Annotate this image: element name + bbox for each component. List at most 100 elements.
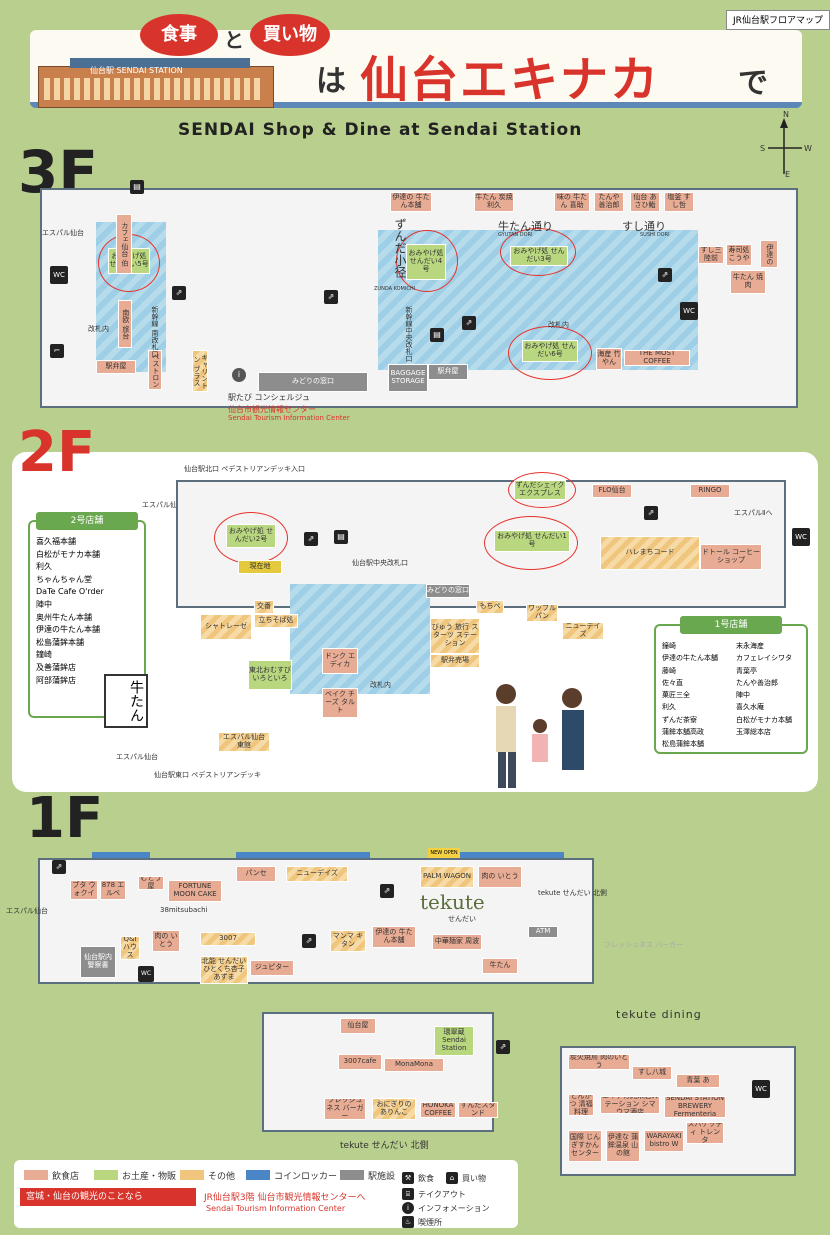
shop-shattle[interactable]: シャトレーゼ [200, 614, 252, 640]
elevator-icon[interactable]: ▤ [130, 180, 144, 194]
shop-jupiter[interactable]: ジュピター [250, 960, 294, 976]
shop-hale[interactable]: ハレまちコード [600, 536, 700, 570]
wc-icon[interactable]: WC [50, 266, 68, 284]
shop-nikuno-1f[interactable]: 肉の いとう [478, 866, 522, 888]
shop-palm[interactable]: PALM WAGON [420, 866, 474, 888]
shop-bake[interactable]: ベイク チーズ タルト [322, 688, 358, 718]
facility-midori-2f[interactable]: みどりの窓口 [426, 584, 470, 598]
shop-newdays-1f[interactable]: ニューデイズ [286, 866, 348, 882]
shop-gyutan-yakiniku[interactable]: 牛たん 焼肉 [730, 270, 766, 294]
dining-sumiyaki[interactable]: 炭火焼鳥 肉のいとう [568, 1054, 630, 1070]
shop-minami[interactable]: 南欧 旅台 [118, 300, 132, 348]
wc-icon[interactable]: WC [792, 528, 810, 546]
dining-sushi[interactable]: すし八城 [632, 1066, 672, 1080]
facility-police[interactable]: 仙台駅内 警察書 [80, 946, 116, 978]
shop-honoka[interactable]: HONOKA COFFEE [420, 1102, 456, 1118]
shop-gyutan-1f[interactable]: 牛たん [482, 958, 518, 974]
shop-ringo[interactable]: RINGO [690, 484, 730, 498]
shop-donq[interactable]: ドンク エディカ [322, 648, 358, 674]
shop-gyutan-rikyu[interactable]: 牛たん 炭焼 利久 [474, 192, 514, 212]
information-icon[interactable]: i [232, 368, 246, 382]
stairs-icon[interactable]: ⌐ [50, 344, 64, 358]
escalator-icon[interactable]: ⇗ [462, 316, 476, 330]
shop-waffle[interactable]: ワッフル パン [526, 604, 558, 622]
escalator-icon[interactable]: ⇗ [380, 884, 394, 898]
shop-flo[interactable]: FLO仙台 [592, 484, 632, 498]
wc-icon[interactable]: WC [752, 1080, 770, 1098]
shop-kozo[interactable]: 寿司処 こうや [726, 244, 752, 266]
shop-muto[interactable]: むとう屋 [138, 876, 164, 890]
shop-3007[interactable]: 3007 [200, 932, 256, 946]
escalator-icon[interactable]: ⇗ [52, 860, 66, 874]
shop-ekiben-west[interactable]: 駅弁屋 [96, 360, 136, 374]
facility-ekiben-center[interactable]: 駅弁屋 [428, 364, 468, 380]
shop-zunda-stand[interactable]: ずんだスタンド [458, 1102, 498, 1118]
shop-qi-house[interactable]: Q&I ハウス [120, 936, 140, 960]
shop-mozu[interactable]: もちペ [476, 600, 504, 614]
shop-aji-kisuke[interactable]: 味の 牛たん 喜助 [554, 192, 590, 212]
header-wa: は [316, 64, 346, 99]
dining-tonkatsu[interactable]: とんかつ 清福料理 [568, 1094, 594, 1116]
escalator-icon[interactable]: ⇗ [658, 268, 672, 282]
shop-cafe-sendai[interactable]: カフェ仙台 伯 [116, 214, 132, 274]
shop-tsukasa[interactable]: 東北おむすび いろといろ [248, 660, 292, 690]
escalator-icon[interactable]: ⇗ [172, 286, 186, 300]
elevator-icon[interactable]: ▤ [430, 328, 444, 342]
shop-date-roast[interactable]: 伊達の [760, 240, 778, 268]
floor2-gate-area [290, 584, 430, 694]
dining-brewery[interactable]: SENDAI STATION BREWERY Fermenteria [664, 1096, 726, 1118]
shop-buta[interactable]: ブタ ウォクイ [70, 880, 98, 900]
shop-newdays-2f[interactable]: ニューデイズ [562, 622, 604, 640]
escalator-icon[interactable]: ⇗ [302, 934, 316, 948]
shop-pan[interactable]: パンセ [236, 866, 276, 882]
shop-hakata[interactable]: ペストロン [148, 350, 162, 390]
dining-date[interactable]: 伊達な 蒲鉾温泉 山の館 [606, 1130, 640, 1162]
list-item: 佐々直 [662, 678, 683, 687]
facility-atm[interactable]: ATM [528, 926, 558, 938]
dining-tonkoku[interactable]: 国際 じんぎすかん センター [568, 1130, 602, 1162]
shop-878[interactable]: 878 エルベ [100, 880, 126, 900]
shop-date-gyutan-3f[interactable]: 伊達の 牛たん本舗 [390, 192, 432, 212]
shop-fortune[interactable]: FORTUNE MOON CAKE [168, 880, 222, 902]
shop-shiogama[interactable]: 塩釜 すし哲 [664, 192, 694, 212]
escalator-icon[interactable]: ⇗ [644, 506, 658, 520]
shop-most-coffee[interactable]: THE MOST COFFEE [624, 350, 690, 366]
shop-station[interactable]: びゅう 旅行 スターツ ステーション [430, 618, 480, 654]
shop-fresh-north[interactable]: フレッシュネス バーガー [324, 1098, 366, 1120]
shop-kotsu[interactable]: 交番 [254, 600, 274, 614]
shop-3007cafe[interactable]: 3007cafe [338, 1054, 382, 1070]
shop-kimonoshi[interactable]: 北能 せんだい ひとくち杏子 あずま [200, 956, 248, 984]
escalator-icon[interactable]: ⇗ [324, 290, 338, 304]
shop-monamona[interactable]: MonaMona [384, 1058, 444, 1072]
elevator-icon[interactable]: ▤ [334, 530, 348, 544]
shop-tanya[interactable]: たんや 善治郎 [594, 192, 624, 212]
dining-warayaki[interactable]: WARAYAKI bistro W [644, 1130, 684, 1152]
shop-oshigi[interactable]: おにぎりの ありんこ [372, 1098, 416, 1120]
shop-asahi-sushi[interactable]: 仙台 あさひ鮨 [630, 192, 660, 212]
shop-nikuno-west[interactable]: 肉の いとう [152, 930, 180, 952]
shop-esupal-east[interactable]: エスパル仙台 東館 [218, 732, 270, 752]
shop-date-gyutan-1f[interactable]: 伊達の 牛たん本舗 [372, 926, 416, 948]
shop-cherinto[interactable]: キャリントン ブラス [192, 350, 208, 392]
dining-spa[interactable]: スパゲッティ トレンタ [686, 1122, 724, 1144]
shop-kaisen[interactable]: すし三陸前 [698, 246, 724, 264]
escalator-icon[interactable]: ⇗ [304, 532, 318, 546]
dining-ekinaka[interactable]: エキナカ純米酒ステーション シマウマ酒店 [600, 1096, 660, 1114]
shop-bento-2f[interactable]: 駅弁売場 [430, 654, 480, 668]
facility-midori-3f[interactable]: みどりの窓口 [258, 372, 368, 392]
shop-tachisoba[interactable]: 立ちそば処 [254, 614, 298, 628]
shop-doutor[interactable]: ドトール コーヒーショップ [700, 544, 762, 570]
escalator-icon[interactable]: ⇗ [496, 1040, 510, 1054]
facility-baggage[interactable]: BAGGAGE STORAGE [388, 364, 428, 392]
shop-chuka[interactable]: 中華麺家 周波 [432, 934, 482, 950]
shop-kaiun[interactable]: 環翠蔵 Sendai Station [434, 1026, 474, 1056]
wc-icon[interactable]: WC [680, 302, 698, 320]
shop-manma[interactable]: マンマ キタン [330, 930, 366, 952]
wc-icon[interactable]: WC [138, 966, 154, 982]
locker-strip [92, 852, 150, 858]
dining-aoba[interactable]: 青葉 あ [676, 1074, 720, 1088]
list-item: 松島蒲鉾本舗 [662, 740, 704, 749]
shop-kaigan[interactable]: 海産 竹やん [596, 348, 622, 370]
shop-sendaiya[interactable]: 仙台屋 [340, 1018, 376, 1034]
highlight-omiyage3 [500, 228, 576, 276]
